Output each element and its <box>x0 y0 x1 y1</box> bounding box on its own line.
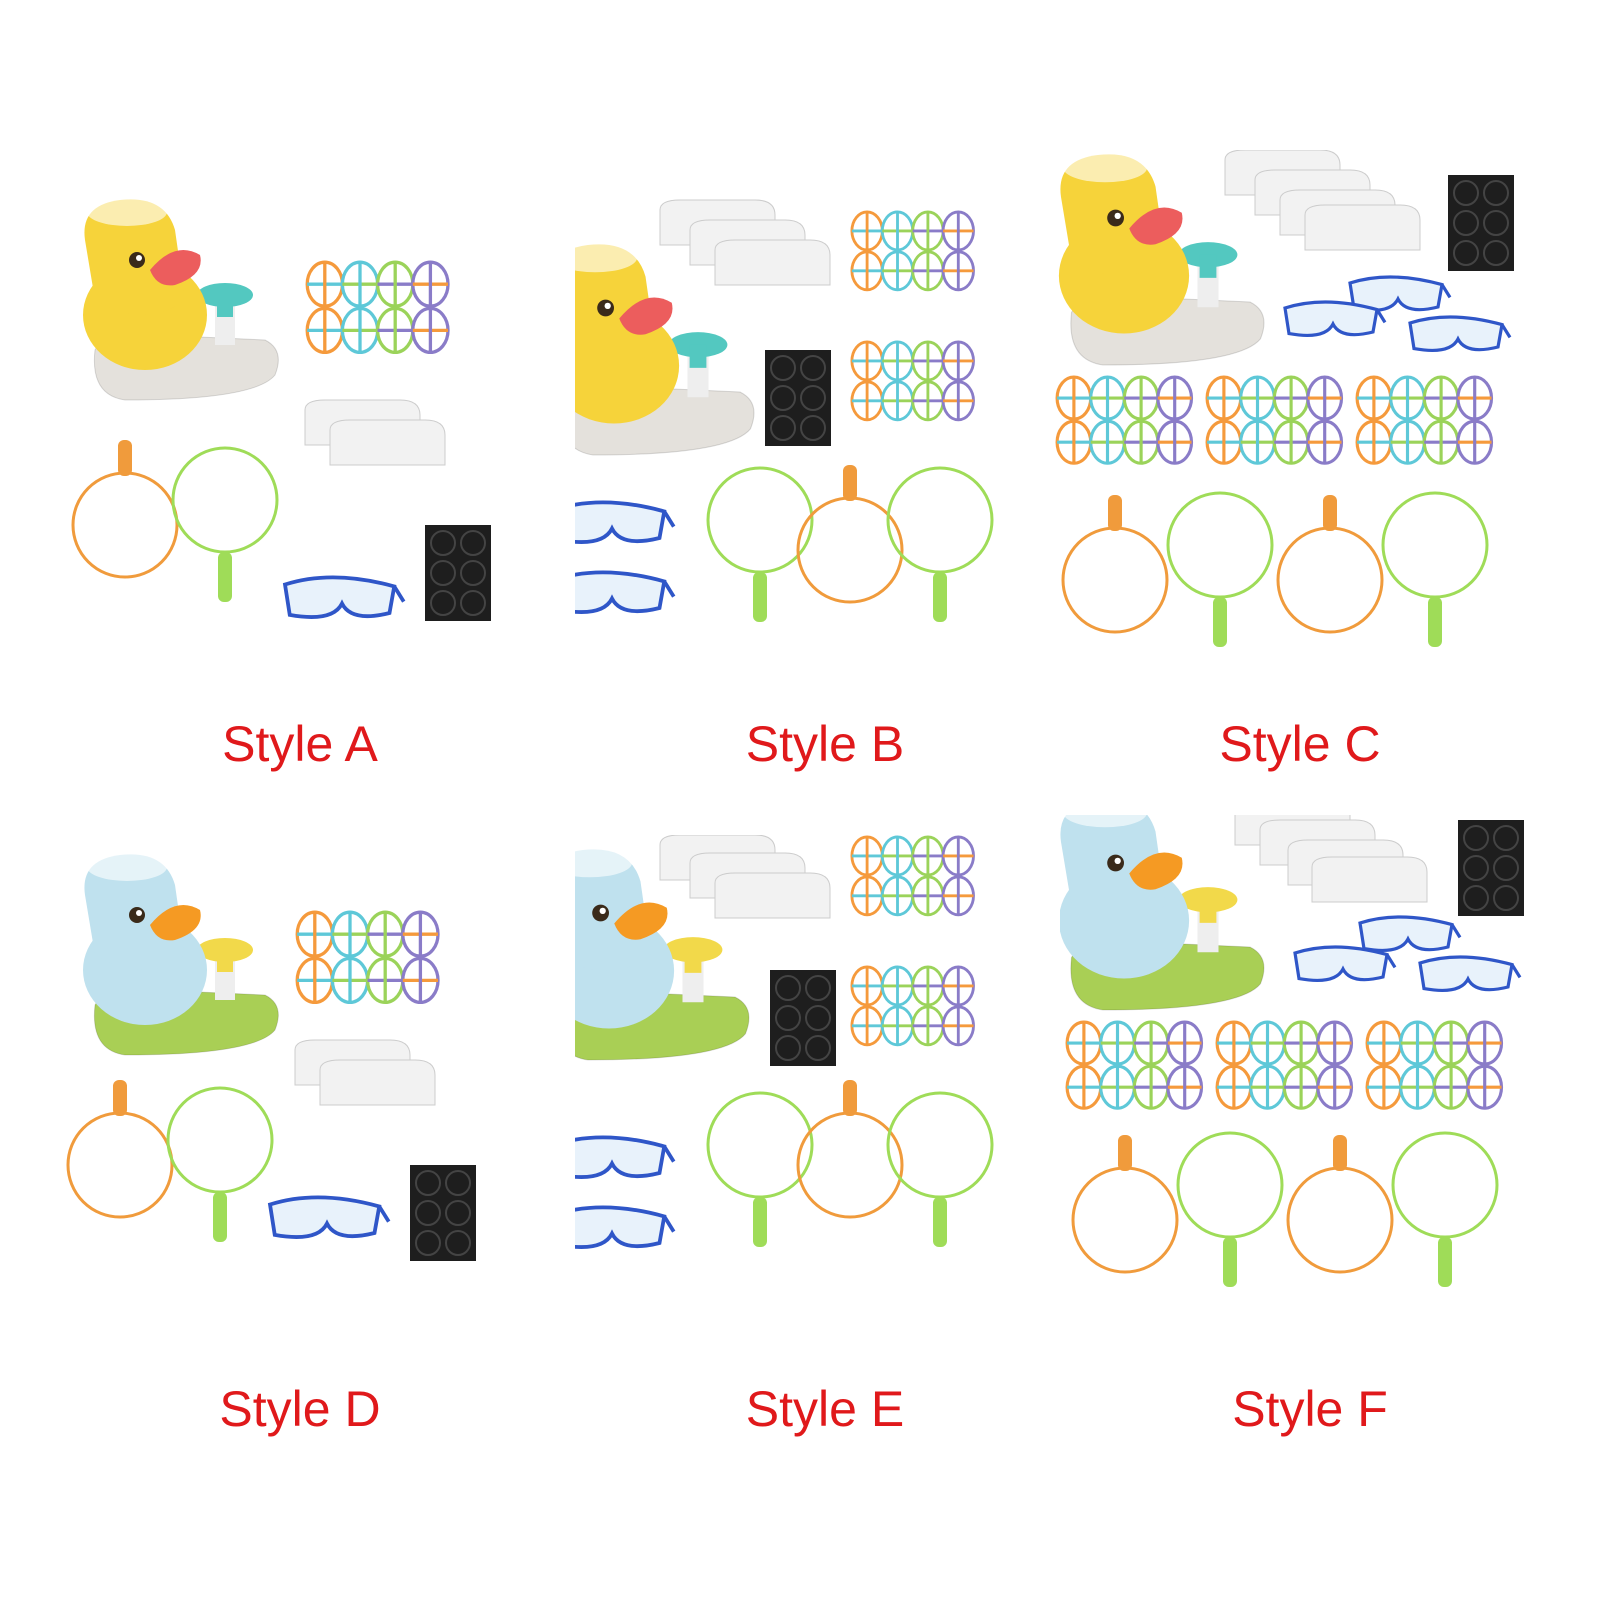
propeller-set <box>850 210 975 292</box>
launch-ring <box>1276 495 1384 634</box>
propeller-set <box>850 835 975 917</box>
style-f-label: Style F <box>1232 1381 1388 1437</box>
propeller-set <box>1055 375 1194 465</box>
style-d-panel: Style D <box>50 835 550 1475</box>
style-b-panel: Style B <box>575 180 1075 820</box>
style-f-panel: Style F <box>1060 815 1560 1455</box>
safety-glasses <box>1418 955 1522 992</box>
propeller-set <box>295 910 440 1005</box>
safety-glasses <box>1348 275 1452 312</box>
propeller-set <box>850 965 975 1047</box>
style-e-label: Style E <box>745 1381 905 1437</box>
launch-ring <box>1071 1135 1179 1274</box>
launch-ring <box>1061 495 1169 634</box>
launch-ring <box>1166 491 1274 647</box>
duck-launcher <box>83 198 279 401</box>
duck-launcher <box>83 853 279 1056</box>
foam-pad <box>410 1165 476 1261</box>
duck-launcher <box>575 847 750 1061</box>
foam-pad <box>1458 820 1524 916</box>
foam-pad <box>425 525 491 621</box>
style-b-label: Style B <box>745 716 905 772</box>
launch-ring <box>171 446 279 602</box>
propeller-set <box>305 260 450 355</box>
style-a-label: Style A <box>222 716 378 772</box>
launch-ring <box>796 465 904 604</box>
safety-glasses <box>1408 315 1512 352</box>
launch-ring <box>1381 491 1489 647</box>
style-f-product-image <box>1060 815 1524 1287</box>
cloth <box>714 872 831 919</box>
propeller-set <box>1365 1020 1504 1110</box>
propeller-set <box>850 340 975 422</box>
launch-ring <box>66 1080 174 1219</box>
propeller-set <box>1205 375 1344 465</box>
launch-ring <box>1391 1131 1499 1287</box>
style-c-product-image <box>1055 150 1514 647</box>
style-e-product-image <box>575 835 994 1249</box>
cloth <box>1311 856 1428 903</box>
style-d-label: Style D <box>219 1381 381 1437</box>
foam-pad <box>765 350 831 446</box>
safety-glasses <box>282 575 406 619</box>
safety-glasses <box>575 570 676 614</box>
launch-ring <box>71 440 179 579</box>
propeller-set <box>1215 1020 1354 1110</box>
style-a-product-image <box>71 198 491 621</box>
duck-launcher <box>1058 152 1265 366</box>
style-e-panel: Style E <box>575 835 1075 1475</box>
style-d-product-image <box>66 853 476 1261</box>
cloth <box>1304 204 1421 251</box>
safety-glasses <box>1293 945 1397 982</box>
safety-glasses <box>575 1205 676 1249</box>
style-a-panel: Style A <box>50 180 550 820</box>
style-c-panel: Style C <box>1050 150 1550 790</box>
cloth <box>329 419 446 466</box>
foam-pad <box>770 970 836 1066</box>
launch-ring <box>1286 1135 1394 1274</box>
launch-ring <box>886 1091 994 1247</box>
style-b-product-image <box>575 199 994 622</box>
foam-pad <box>1448 175 1514 271</box>
launch-ring <box>796 1080 904 1219</box>
launch-ring <box>886 466 994 622</box>
safety-glasses <box>575 500 676 544</box>
launch-ring <box>706 466 814 622</box>
cloth <box>714 239 831 286</box>
propeller-set <box>1355 375 1494 465</box>
duck-launcher <box>575 242 755 456</box>
propeller-set <box>1065 1020 1204 1110</box>
safety-glasses <box>575 1135 676 1179</box>
safety-glasses <box>1283 300 1387 337</box>
safety-glasses <box>1358 915 1462 952</box>
launch-ring <box>706 1091 814 1247</box>
style-c-label: Style C <box>1219 716 1381 772</box>
duck-launcher <box>1060 815 1265 1011</box>
cloth <box>319 1059 436 1106</box>
launch-ring <box>166 1086 274 1242</box>
safety-glasses <box>267 1195 391 1239</box>
launch-ring <box>1176 1131 1284 1287</box>
